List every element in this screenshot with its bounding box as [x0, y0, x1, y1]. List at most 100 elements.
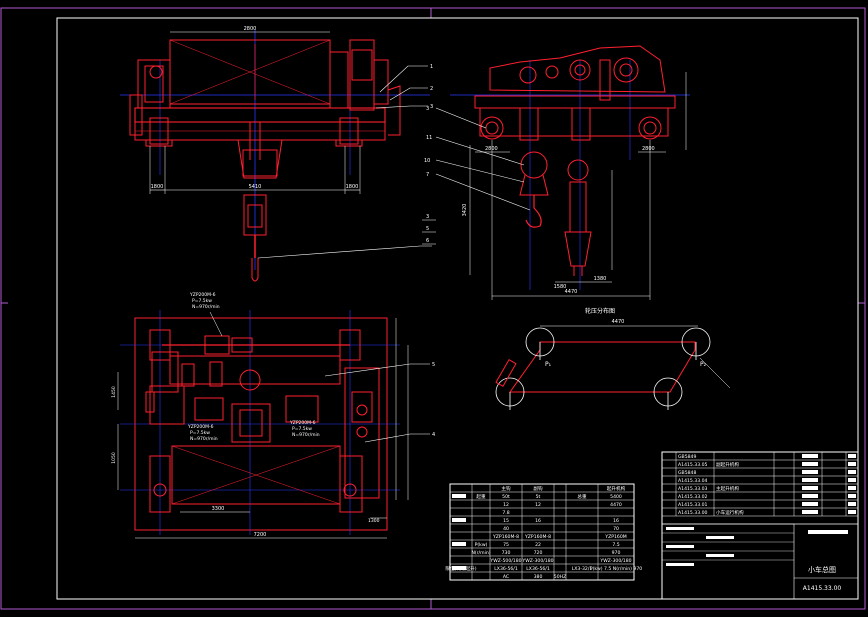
side-dim-left-small: 2800 — [485, 146, 498, 152]
plan-motor-label-2-model: YZP200M-6 — [187, 424, 214, 430]
parts-list-code: A1415.33.03 — [678, 486, 708, 492]
plan-leader-4: 4 — [432, 432, 435, 438]
spec-table-cell: 总重 — [577, 493, 587, 500]
parts-list-code: A1415.33.05 — [678, 462, 708, 468]
drawing-number: A1415.33.00 — [803, 585, 842, 592]
side-dim-bottom-center: 1380 — [594, 276, 607, 282]
side-leader-3b: 3 — [426, 214, 429, 220]
spec-table-cell: LX36-56/1 — [526, 566, 550, 572]
spec-table-cell: 15 — [503, 518, 509, 524]
spec-table-cell: P(kw) 7.5 N(r/min) 970 — [590, 566, 642, 572]
wheel-diagram-span: 4470 — [612, 319, 625, 325]
wheel-diagram-title: 轮压分布图 — [585, 307, 615, 315]
spec-table-cell: 22 — [535, 542, 541, 548]
side-dim-bottom-offset: 1580 — [554, 284, 567, 290]
spec-table-header-cell: 副钩 — [533, 485, 543, 492]
spec-table-cell: YZP160M-8 — [524, 534, 551, 540]
side-leader-11: 11 — [426, 135, 432, 141]
front-dim-bottom-center: 5410 — [249, 184, 262, 190]
spec-table-cell: LX36-56/1 — [494, 566, 518, 572]
side-dim-bottom-width: 4470 — [565, 289, 578, 295]
spec-table-cell: 5t — [536, 494, 541, 500]
spec-table-cell: YWZ-500/180 — [489, 558, 521, 564]
side-leader-3a: 3 — [426, 106, 429, 112]
wheel-label-p1: P₁ — [545, 361, 552, 368]
spec-table-cell: YZP160M-8 — [492, 534, 519, 540]
parts-list-code: GB5849 — [678, 454, 696, 460]
plan-dim-right: 1300 — [368, 518, 380, 524]
plan-motor-label-3-speed: N=970r/min — [292, 432, 320, 438]
plan-dim-bottom: 7200 — [254, 532, 267, 538]
parts-list-code: A1415.33.00 — [678, 510, 708, 516]
spec-table-cell: YZP160M — [604, 534, 626, 540]
plan-dim-left-bottom: 1050 — [111, 452, 117, 464]
spec-table-cell: 4470 — [610, 502, 622, 508]
spec-table-cell: 12 — [535, 502, 541, 508]
parts-list-name: 副起升机构 — [716, 461, 739, 468]
plan-leader-5: 5 — [432, 362, 435, 368]
spec-table-cell: P(kw) — [475, 542, 488, 548]
parts-list-name: 小车运行机构 — [716, 509, 744, 516]
spec-table-cell: 970 — [612, 550, 621, 556]
spec-table-cell: YWZ-300/180 — [599, 558, 631, 564]
side-leader-6: 6 — [426, 238, 429, 244]
spec-table-cell: LX3-32/1 — [572, 566, 593, 572]
front-leader-1: 1 — [430, 64, 433, 70]
front-dim-top: 2800 — [244, 26, 257, 32]
plan-view: YZP200M-6 P=7.5kw N=970r/min YZP200M-6 P… — [111, 292, 435, 539]
spec-table-header-cell: 起升机构 — [607, 485, 626, 492]
plan-motor-label-2-power: P=7.5kw — [190, 430, 210, 436]
parts-list-code: A1415.33.02 — [678, 494, 708, 500]
spec-table-cell: 380 — [534, 574, 543, 580]
spec-table-cell: 75 — [503, 542, 509, 548]
spec-table-cell: 70 — [613, 526, 619, 532]
plan-dim-bottom-inner: 3300 — [212, 506, 225, 512]
front-view: 2800 1800 5410 1800 1 2 3 — [120, 26, 433, 282]
plan-dim-left-top: 1450 — [111, 386, 117, 398]
spec-table-cell: 50t — [502, 494, 510, 500]
spec-table-cell: 50HZ — [554, 574, 566, 580]
spec-table-cell: 7.5 — [612, 542, 619, 548]
spec-table-cell: 12 — [503, 502, 509, 508]
plan-motor-label-1-model: YZP200M-6 — [189, 292, 216, 298]
spec-table-cell: 16 — [613, 518, 619, 524]
parts-list-code: GB5848 — [678, 470, 696, 476]
spec-table-cell: 40 — [503, 526, 509, 532]
front-leader-3: 3 — [430, 104, 433, 110]
side-dim-right-small: 2800 — [642, 146, 655, 152]
wheel-load-diagram: 轮压分布图 4470 P₁ P₂ — [495, 307, 731, 410]
front-dim-bottom-left: 1800 — [151, 184, 164, 190]
parts-list-code: A1415.33.01 — [678, 502, 708, 508]
plan-motor-label-3-model: YZP200M-6 — [289, 420, 316, 426]
spec-table-cell: 730 — [502, 550, 511, 556]
parts-list-name: 主起升机构 — [716, 485, 739, 492]
spec-table-cell: N(r/min) — [471, 550, 490, 556]
side-view: 4470 2800 2800 1380 1580 3420 3 11 10 7 … — [422, 45, 690, 300]
spec-table-cell: 限位开关(起升) — [445, 565, 476, 572]
wheel-label-p2: P₂ — [700, 361, 707, 368]
spec-table-header-cell: 主钩 — [501, 485, 511, 492]
spec-table-cell: 5400 — [610, 494, 622, 500]
spec-table-cell: YWZ-300/180 — [521, 558, 553, 564]
spec-table-cell: AC — [503, 574, 509, 580]
parts-list-code: A1415.33.04 — [678, 478, 708, 484]
plan-motor-label-1-speed: N=970r/min — [192, 304, 220, 310]
plan-motor-label-3-power: P=7.5kw — [292, 426, 312, 432]
plan-motor-label-1-power: P=7.5kw — [192, 298, 212, 304]
front-leader-2: 2 — [430, 86, 433, 92]
spec-table-cell: 720 — [534, 550, 543, 556]
side-leader-10: 10 — [424, 158, 430, 164]
side-leader-5: 5 — [426, 226, 429, 232]
side-dim-height-left: 3420 — [462, 204, 468, 217]
plan-motor-label-2-speed: N=970r/min — [190, 436, 218, 442]
spec-table-cell: 7.8 — [502, 510, 509, 516]
front-dim-bottom-right: 1800 — [346, 184, 359, 190]
drawing-title: 小车总图 — [808, 565, 836, 574]
side-leader-7: 7 — [426, 172, 429, 178]
spec-table-cell: 起重 — [476, 493, 486, 500]
spec-table-cell: 16 — [535, 518, 541, 524]
